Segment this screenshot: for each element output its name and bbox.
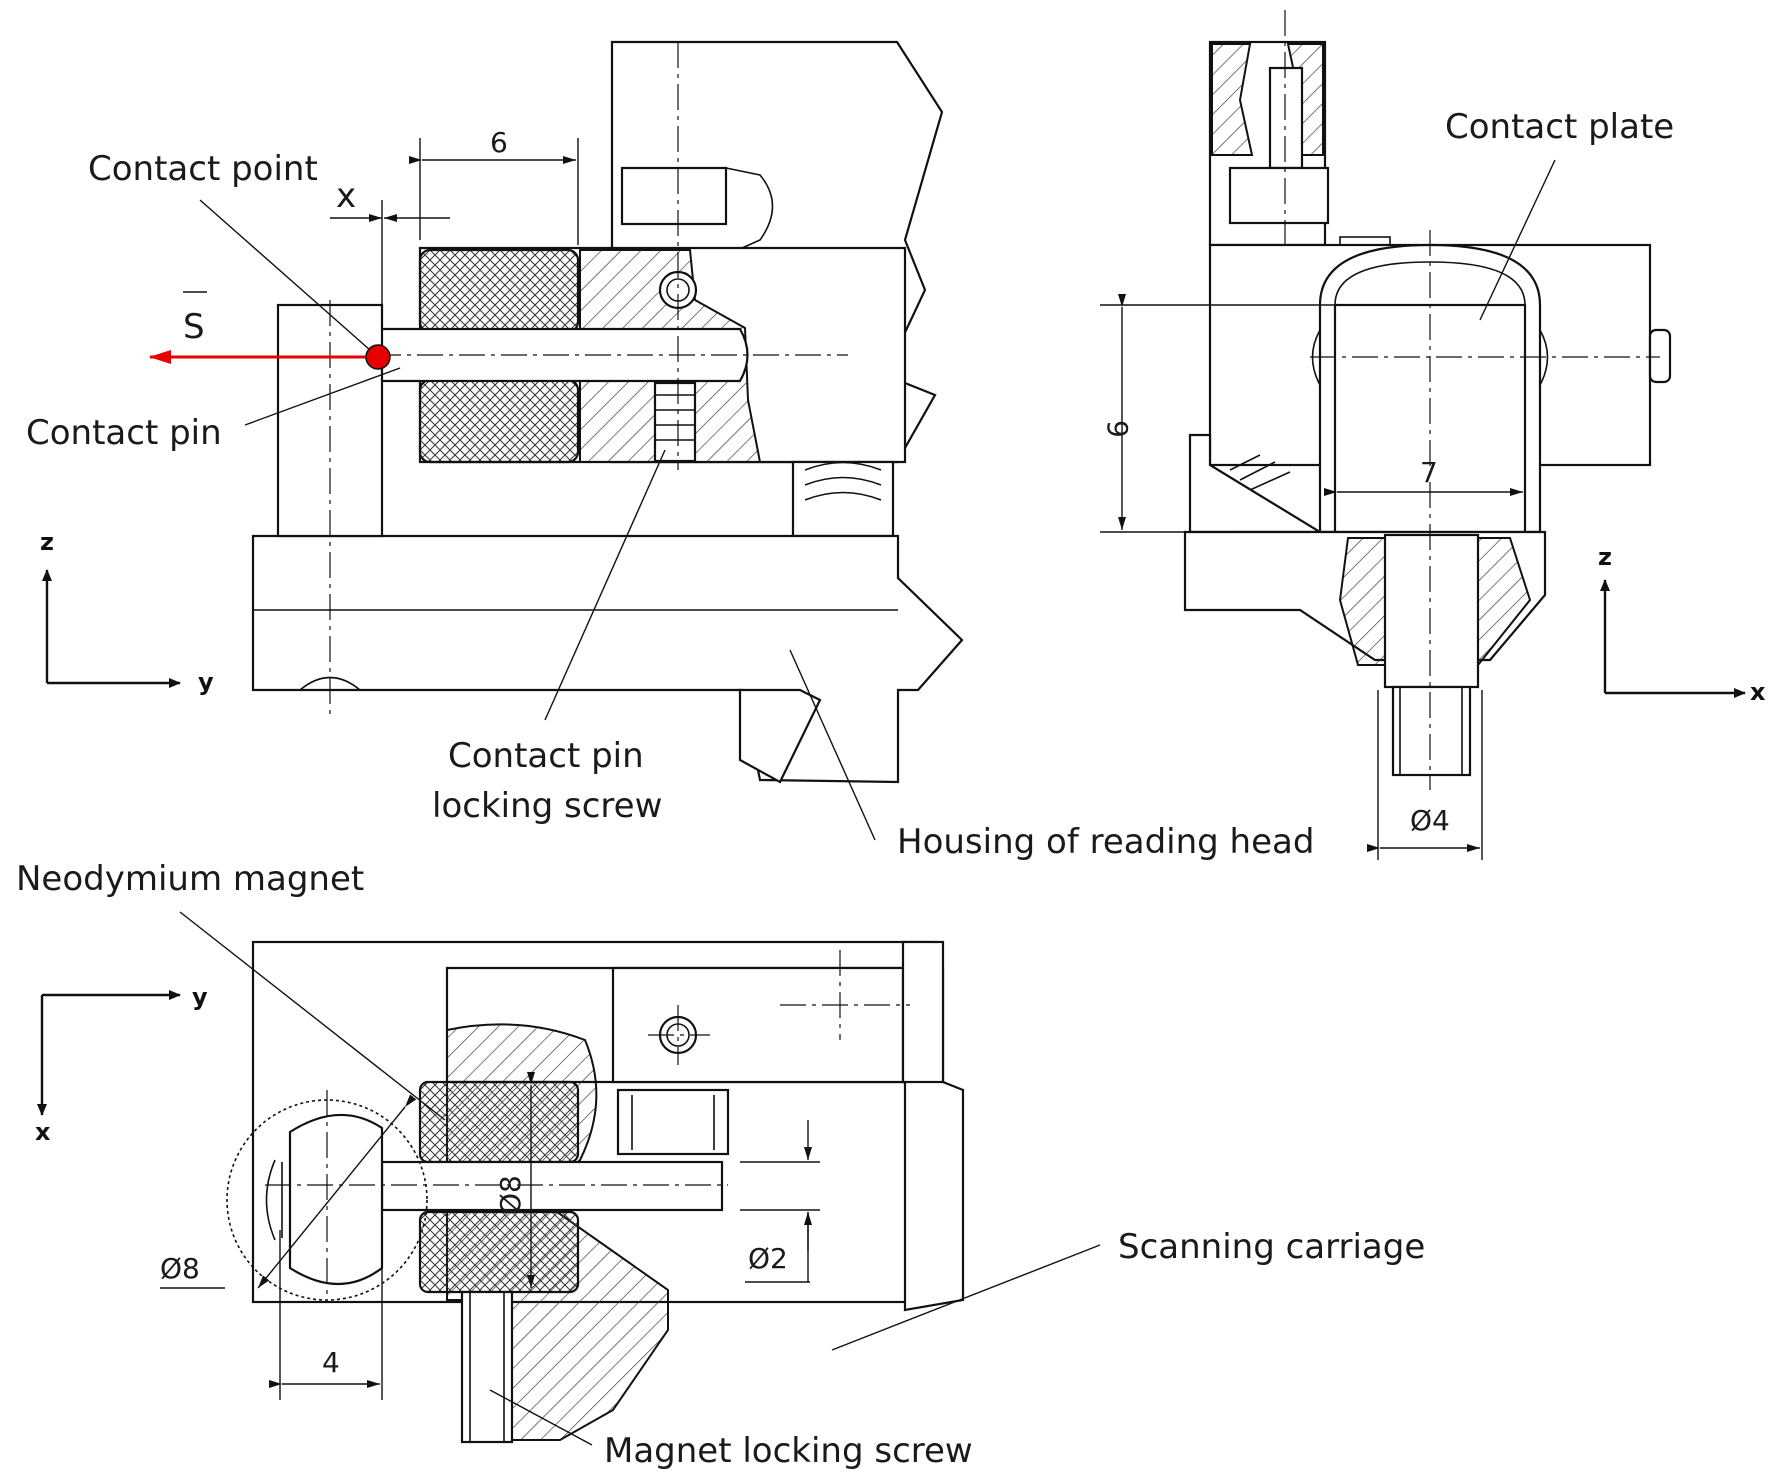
front-screw-body <box>1383 533 1480 689</box>
label-neodymium-magnet: Neodymium magnet <box>16 859 364 899</box>
dim-plate-width: 7 <box>1420 456 1438 489</box>
front-screw-thread <box>1391 685 1472 777</box>
label-contact-pin-locking-screw-2: locking screw <box>432 786 662 826</box>
axes-side-view: z y <box>40 528 214 696</box>
axes-front-view: z x <box>1598 543 1766 706</box>
force-symbol: S <box>183 307 205 347</box>
dim-magnet-diameter: Ø8 <box>494 1175 527 1215</box>
front-angled-part <box>1188 433 1324 534</box>
label-contact-plate: Contact plate <box>1445 107 1674 147</box>
axis-label-x-front: x <box>1750 678 1766 706</box>
axis-label-y-top: y <box>192 983 208 1011</box>
dim-pin-diameter: Ø2 <box>748 1242 788 1275</box>
label-scanning-carriage: Scanning carriage <box>1118 1227 1425 1267</box>
axis-label-y: y <box>198 668 214 696</box>
dim-plate-height: 9 <box>1101 420 1134 438</box>
contact-point-marker <box>365 344 391 370</box>
axis-label-x-top: x <box>35 1118 51 1146</box>
label-magnet-locking-screw: Magnet locking screw <box>604 1431 973 1471</box>
label-contact-point: Contact point <box>88 149 318 189</box>
contact-ball <box>288 1113 384 1285</box>
axes-top-view: y x <box>35 983 208 1146</box>
top-knurled-magnet-lower <box>418 1210 580 1294</box>
knurled-sleeve-lower <box>418 378 580 464</box>
side-view: S 6 x Contact point Contact pin Contact … <box>26 40 1314 862</box>
label-housing-of-reading-head: Housing of reading head <box>897 822 1314 862</box>
pin-locking-set-screw <box>653 381 697 463</box>
dim-ball-diameter: Ø8 <box>160 1252 200 1285</box>
top-view: Ø8 Ø2 Ø8 4 Neodymium magnet Scanning car… <box>16 859 1425 1471</box>
upper-small-block <box>620 166 728 226</box>
knurled-sleeve-upper <box>418 248 580 334</box>
label-contact-pin: Contact pin <box>26 413 222 453</box>
base-foot <box>738 688 822 784</box>
axis-label-z-front: z <box>1598 543 1612 571</box>
label-contact-pin-locking-screw-1: Contact pin <box>448 736 644 776</box>
top-knurled-magnet-upper <box>418 1080 580 1164</box>
dim-screw-diameter: Ø4 <box>1410 804 1450 837</box>
dim-ball-offset: 4 <box>322 1346 340 1379</box>
axis-label-z: z <box>40 528 54 556</box>
dim-gap-x: x <box>336 176 356 216</box>
top-contact-pin <box>380 1160 724 1212</box>
dim-pin-length: 6 <box>490 126 508 159</box>
front-view: 9 7 Ø4 Contact plate z x <box>1100 10 1766 860</box>
